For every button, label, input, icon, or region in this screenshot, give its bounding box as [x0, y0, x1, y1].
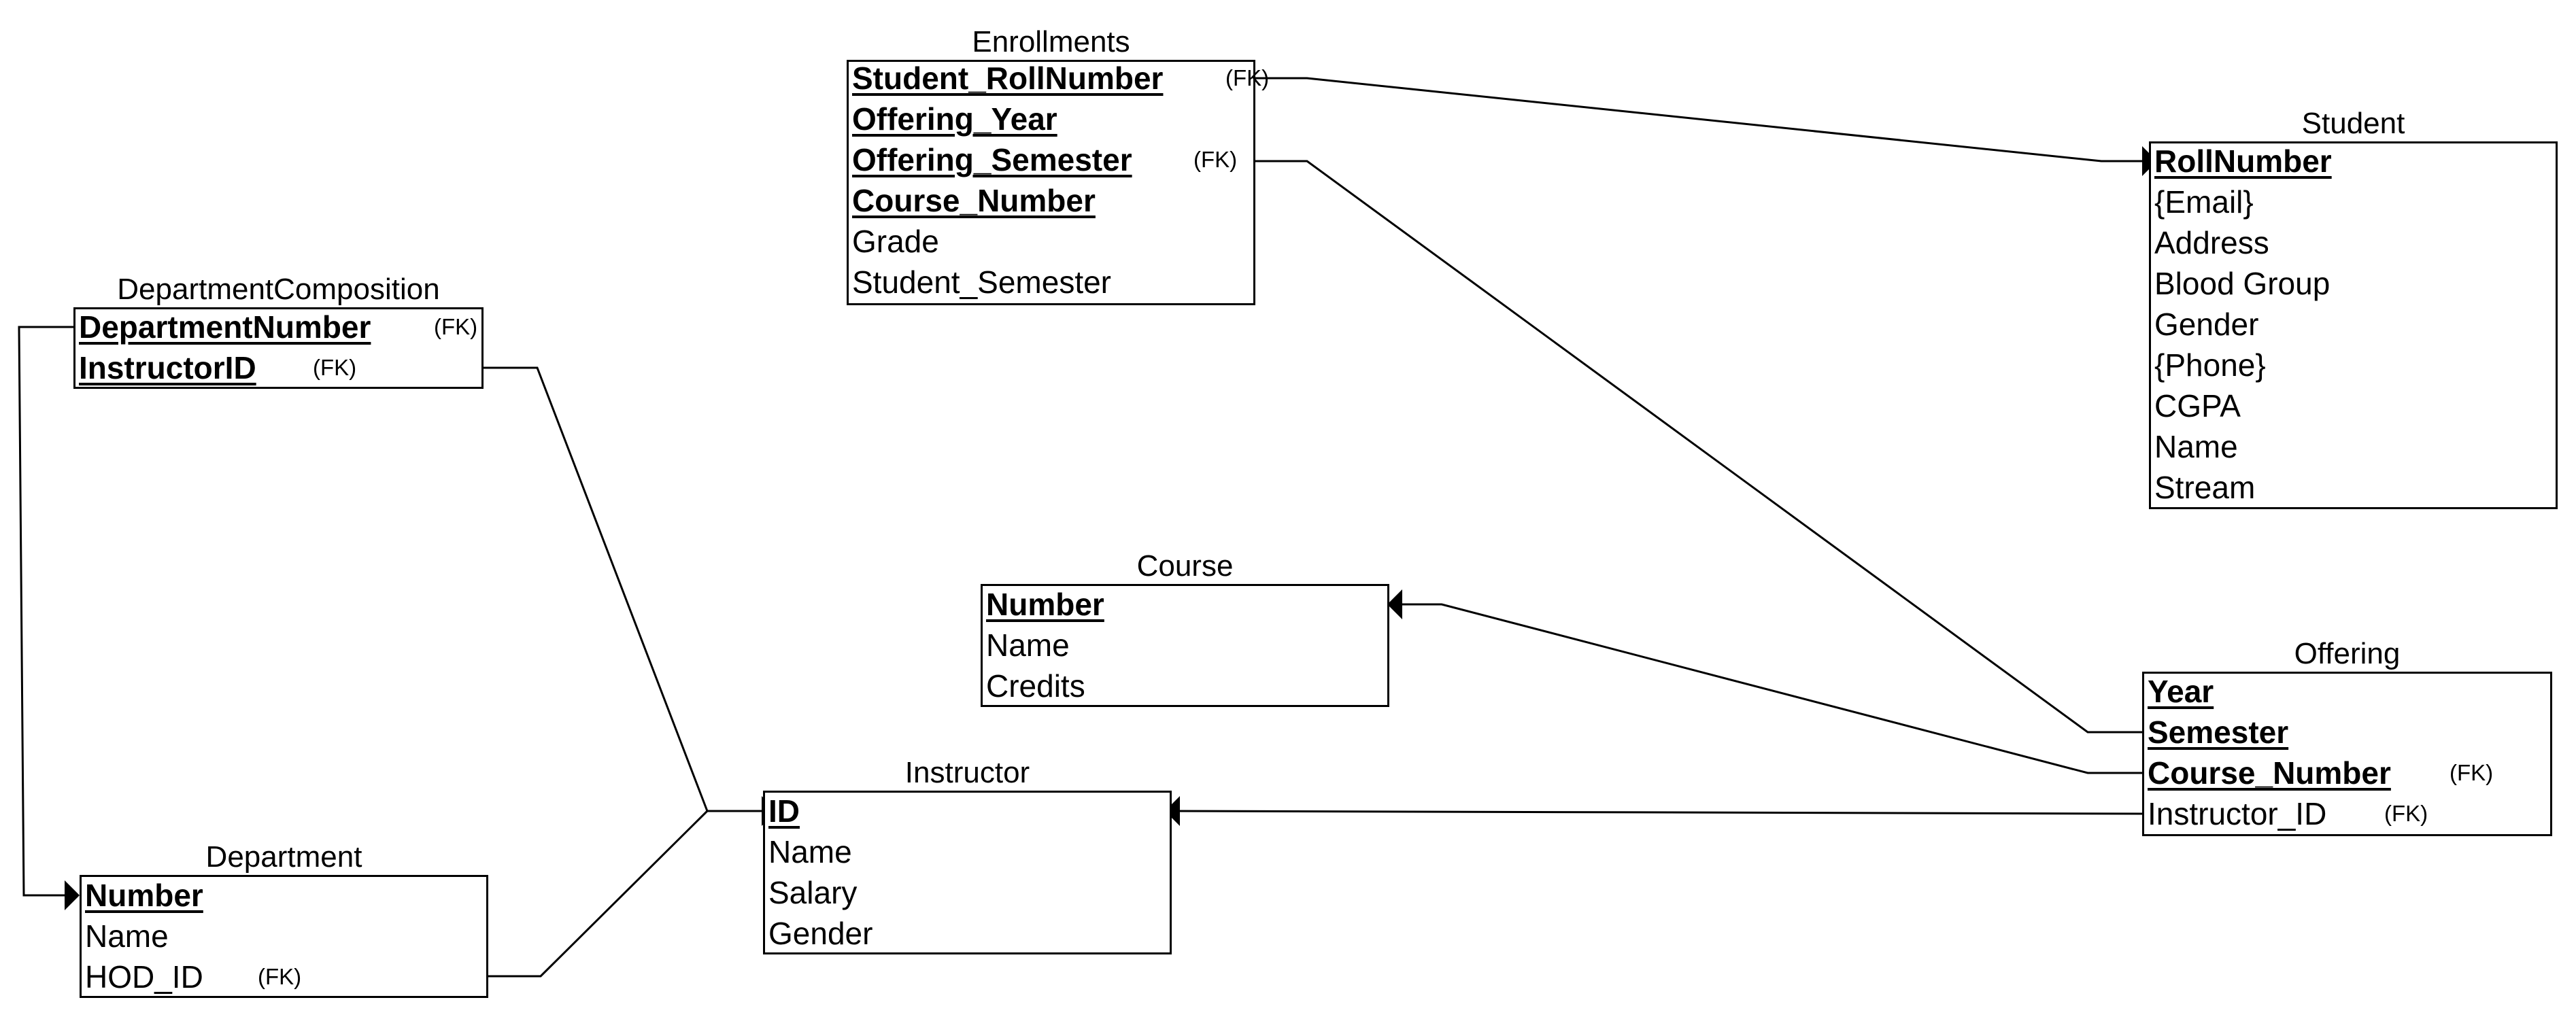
attribute: Name — [768, 834, 852, 869]
entity-offering[interactable]: Offering Year Semester Course_Number Ins… — [2142, 638, 2552, 836]
attribute-key: InstructorID — [79, 350, 256, 385]
entity-enrollments[interactable]: Enrollments Student_RollNumber Offering_… — [847, 26, 1269, 305]
attribute: Grade — [852, 224, 939, 259]
attribute-key: DepartmentNumber — [79, 309, 371, 345]
entity-instructor[interactable]: Instructor ID Name Salary Gender — [763, 757, 1172, 954]
entity-box — [763, 791, 1172, 954]
attribute: Stream — [2154, 470, 2256, 505]
entity-title: Course — [1136, 549, 1234, 583]
attribute-key: Number — [986, 587, 1104, 622]
attribute: {Phone} — [2154, 347, 2266, 383]
fk-label: (FK) — [2384, 801, 2428, 826]
attribute: HOD_ID — [85, 959, 203, 995]
entity-title: Student — [2301, 107, 2405, 140]
entity-box — [2142, 672, 2552, 836]
attribute: Gender — [768, 916, 873, 951]
attribute: Instructor_ID — [2148, 796, 2327, 831]
attribute: Address — [2154, 225, 2269, 260]
entity-title: Offering — [2294, 637, 2401, 670]
entity-title: Enrollments — [972, 25, 1130, 58]
attribute: Name — [85, 918, 169, 954]
entity-box — [847, 60, 1255, 305]
entity-title: Department — [205, 840, 362, 874]
attribute: Gender — [2154, 307, 2259, 342]
arrowhead-course — [1387, 589, 1402, 619]
entity-box — [2149, 141, 2558, 509]
attribute-key: Offering_Year — [852, 101, 1057, 137]
entity-department-composition[interactable]: DepartmentComposition DepartmentNumber I… — [73, 273, 484, 389]
fk-label: (FK) — [258, 964, 302, 989]
attribute: Name — [986, 627, 1070, 663]
attribute-key: Semester — [2148, 714, 2289, 750]
entity-title: DepartmentComposition — [117, 273, 440, 306]
fk-label: (FK) — [313, 355, 357, 380]
attribute-key: Year — [2148, 674, 2214, 709]
attribute: CGPA — [2154, 388, 2241, 424]
link-deptcomp-department — [18, 326, 73, 897]
entity-box — [80, 875, 488, 998]
fk-label: (FK) — [2450, 760, 2494, 785]
attribute-key: Course_Number — [852, 183, 1096, 218]
attribute: Student_Semester — [852, 264, 1112, 300]
entity-box — [981, 584, 1389, 707]
attribute-key: RollNumber — [2154, 143, 2332, 179]
attribute-key: Student_RollNumber — [852, 61, 1164, 96]
entity-student[interactable]: Student RollNumber {Email} Address Blood… — [2149, 107, 2558, 509]
link-department-instructor — [488, 810, 709, 978]
attribute-key: Offering_Semester — [852, 142, 1132, 177]
attribute: Salary — [768, 875, 858, 910]
entity-department[interactable]: Department Number Name HOD_ID (FK) — [80, 841, 488, 998]
attribute-key: Number — [85, 878, 203, 913]
link-offering-instructor — [1174, 810, 2143, 815]
link-enrollments-student — [1255, 77, 2142, 162]
attribute: Name — [2154, 429, 2238, 464]
attribute-key: Course_Number — [2148, 755, 2391, 791]
fk-label: (FK) — [1225, 65, 1270, 90]
entity-box — [73, 307, 484, 389]
entity-course[interactable]: Course Number Name Credits — [981, 550, 1389, 707]
attribute-key: ID — [768, 793, 800, 829]
attribute: Credits — [986, 668, 1085, 704]
fk-label: (FK) — [1193, 147, 1238, 172]
link-offering-course — [1395, 603, 2142, 774]
link-enrollments-offering — [1255, 160, 2142, 734]
fk-label: (FK) — [434, 314, 478, 339]
entity-title: Instructor — [904, 756, 1030, 789]
attribute: Blood Group — [2154, 266, 2331, 301]
arrowhead-instructor-from-offering — [1165, 796, 1180, 826]
arrowhead-department — [65, 880, 80, 910]
link-deptcomp-instructor — [483, 366, 762, 812]
attribute: {Email} — [2154, 184, 2254, 220]
